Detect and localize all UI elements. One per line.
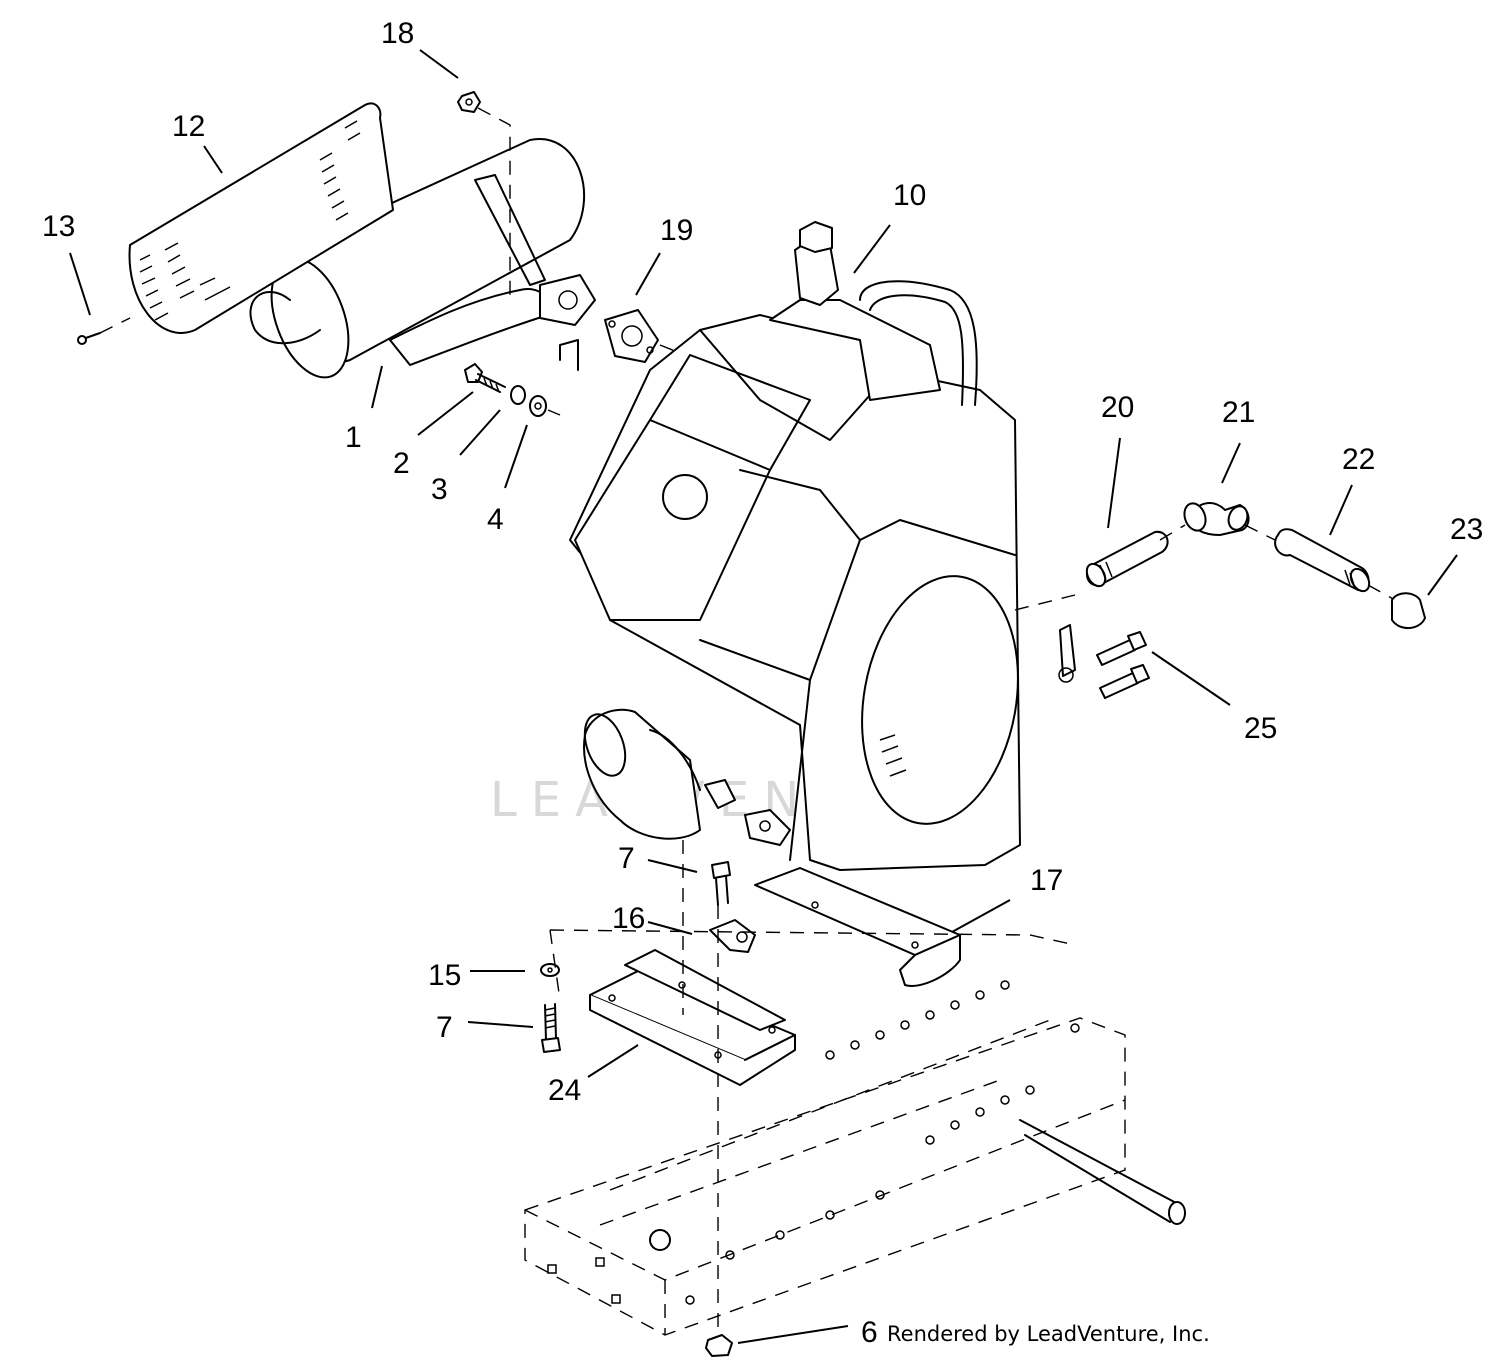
callout-17: 17 (1030, 864, 1063, 897)
oil-drain-assembly (1085, 502, 1426, 629)
render-credit: Rendered by LeadVenture, Inc. (887, 1322, 1210, 1346)
callout-2: 2 (393, 447, 410, 480)
muffler-assembly (249, 138, 596, 379)
clamp-part-16 (709, 861, 756, 953)
callout-12: 12 (172, 110, 205, 143)
callout-19: 19 (660, 214, 693, 247)
engine-body (569, 221, 1076, 871)
leader-lines (69, 49, 1458, 1344)
callout-3: 3 (431, 473, 448, 506)
callout-20: 20 (1101, 391, 1134, 424)
callout-15: 15 (428, 959, 461, 992)
callout-22: 22 (1342, 443, 1375, 476)
callout-23: 23 (1450, 513, 1483, 546)
nut-part-18 (457, 91, 511, 300)
callout-18: 18 (381, 17, 414, 50)
bolts-part-25 (1096, 631, 1150, 699)
callout-16: 16 (612, 902, 645, 935)
frame-rails (524, 840, 1186, 1345)
callout-labels: 1 2 3 4 6 7 7 10 12 13 15 16 17 18 19 20… (42, 17, 1483, 1349)
gasket-part-19 (604, 309, 681, 363)
bolt-washer-left (540, 963, 561, 1053)
mount-plate-17 (754, 867, 961, 987)
callout-21: 21 (1222, 396, 1255, 429)
callout-7-left: 7 (436, 1011, 453, 1044)
callout-10: 10 (893, 179, 926, 212)
nut-part-6 (705, 1334, 733, 1357)
bolt-washer-set (464, 363, 561, 417)
callout-25: 25 (1244, 712, 1277, 745)
screw-part-13 (77, 317, 131, 345)
callout-7-top: 7 (618, 842, 635, 875)
callout-1: 1 (345, 421, 362, 454)
callout-6: 6 (861, 1316, 878, 1349)
callout-4: 4 (487, 503, 504, 536)
heat-shield (128, 102, 394, 334)
callout-24: 24 (548, 1074, 581, 1107)
mount-plate-24 (589, 949, 796, 1086)
callout-13: 13 (42, 210, 75, 243)
